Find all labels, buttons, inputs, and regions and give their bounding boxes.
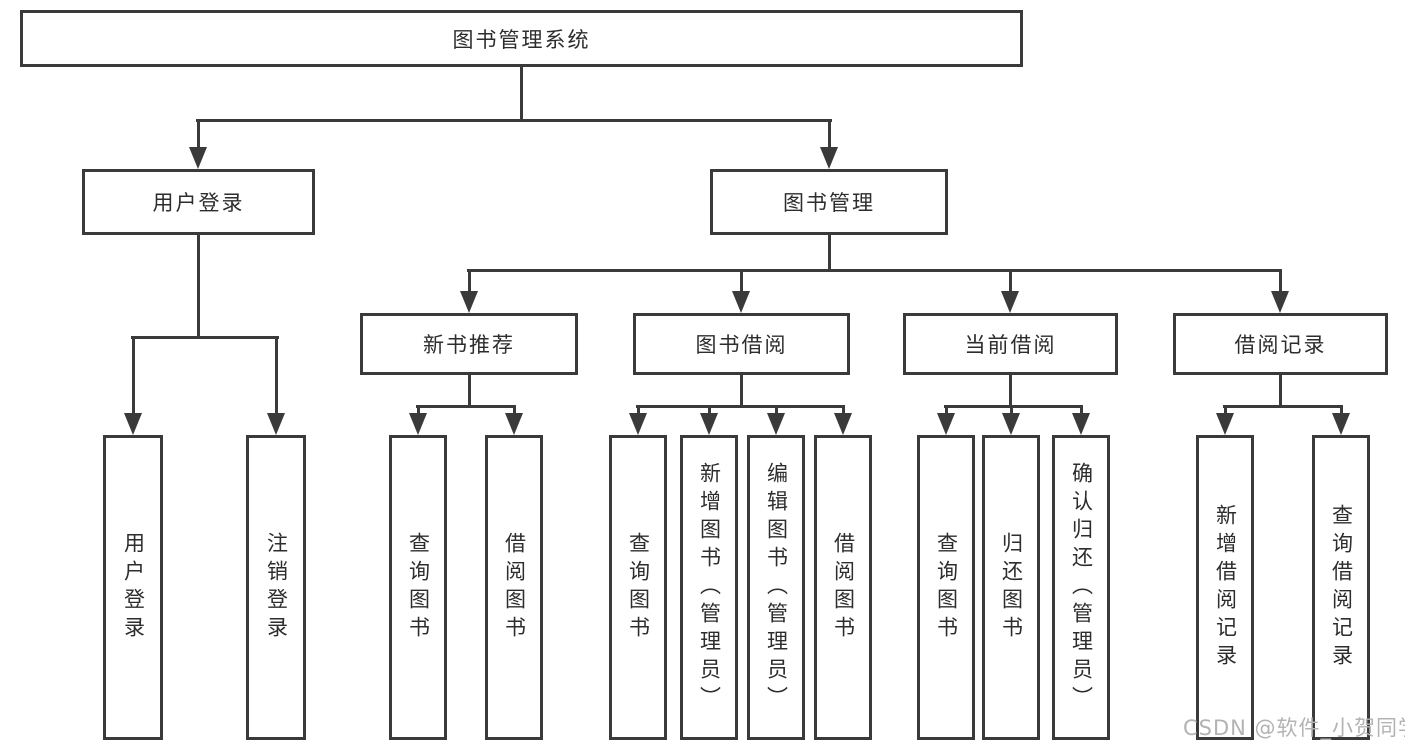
connector-book-borrow-stub <box>740 375 743 405</box>
node-book-borrow: 图书借阅 <box>633 313 850 375</box>
arrowhead-down <box>505 413 523 435</box>
node-label: 图书管理系统 <box>452 27 591 52</box>
node-label: 当前借阅 <box>964 333 1057 357</box>
arrowhead-down <box>409 413 427 435</box>
connector-drop-node <box>1009 269 1012 291</box>
arrowhead-down <box>767 413 785 435</box>
connector-drop-leaf <box>275 336 278 413</box>
leaf-add-borrow-record: 新增借阅记录 <box>1196 435 1254 740</box>
leaf-add-book-admin: 新增图书（管理员） <box>680 435 738 740</box>
arrowhead-down <box>1002 413 1020 435</box>
connector-drop-leaf <box>842 405 845 415</box>
arrowhead-down <box>460 291 478 313</box>
arrowhead-down <box>1072 413 1090 435</box>
leaf-query-books-current: 查询图书 <box>917 435 975 740</box>
arrowhead-down <box>732 291 750 313</box>
arrowhead-down <box>267 413 285 435</box>
connector-drop-node <box>1279 269 1282 291</box>
connector-drop-book-mgmt <box>828 119 831 147</box>
connector-drop-leaf <box>1340 405 1343 415</box>
arrowhead-down <box>1332 413 1350 435</box>
leaf-label: 编辑图书（管理员） <box>764 461 789 714</box>
connector-current-borrow-bus <box>944 405 1083 408</box>
connector-new-book-bus <box>416 405 516 408</box>
arrowhead-down <box>834 413 852 435</box>
connector-level2-bus <box>196 119 832 122</box>
connector-level3-bus <box>467 269 1282 272</box>
connector-current-borrow-stub <box>1009 375 1012 405</box>
leaf-label: 新增图书（管理员） <box>697 461 722 714</box>
connector-drop-leaf <box>132 336 135 413</box>
connector-book-borrow-bus <box>636 405 845 408</box>
leaf-label: 归还图书 <box>999 531 1024 644</box>
connector-drop-leaf <box>1010 405 1013 415</box>
connector-root-stub <box>520 67 523 119</box>
node-label: 用户登录 <box>152 191 245 215</box>
leaf-label: 借阅图书 <box>831 531 856 644</box>
connector-drop-user-login <box>197 119 200 147</box>
arrowhead-down <box>124 413 142 435</box>
connector-book-mgmt-stub <box>828 235 831 269</box>
connector-drop-leaf <box>775 405 778 415</box>
connector-drop-leaf <box>1080 405 1083 415</box>
leaf-label: 确认归还（管理员） <box>1069 461 1094 714</box>
leaf-user-login: 用户登录 <box>103 435 163 740</box>
leaf-label: 查询图书 <box>406 531 431 644</box>
leaf-label: 查询图书 <box>626 531 651 644</box>
leaf-label: 新增借阅记录 <box>1213 503 1238 672</box>
connector-borrow-records-stub <box>1279 375 1282 405</box>
leaf-label: 借阅图书 <box>502 531 527 644</box>
node-new-book-recommend: 新书推荐 <box>360 313 578 375</box>
node-book-management: 图书管理 <box>710 169 948 235</box>
leaf-label: 注销登录 <box>264 531 289 644</box>
leaf-logout: 注销登录 <box>246 435 306 740</box>
arrowhead-down <box>629 413 647 435</box>
node-library-system-root: 图书管理系统 <box>20 10 1023 67</box>
arrowhead-down <box>700 413 718 435</box>
arrowhead-down <box>1216 413 1234 435</box>
arrowhead-down <box>820 147 838 169</box>
node-label: 新书推荐 <box>423 333 515 357</box>
leaf-label: 用户登录 <box>121 531 146 644</box>
connector-drop-leaf <box>637 405 640 415</box>
node-label: 图书管理 <box>783 191 875 215</box>
leaf-return-books: 归还图书 <box>982 435 1040 740</box>
arrowhead-down <box>1001 291 1019 313</box>
connector-drop-leaf <box>708 405 711 415</box>
node-user-login: 用户登录 <box>82 169 315 235</box>
connector-drop-leaf <box>945 405 948 415</box>
connector-borrow-records-bus <box>1223 405 1343 408</box>
leaf-borrow-books: 借阅图书 <box>814 435 872 740</box>
leaf-label: 查询图书 <box>934 531 959 644</box>
connector-drop-node <box>468 269 471 291</box>
leaf-label: 查询借阅记录 <box>1329 503 1354 672</box>
leaf-query-books-borrow: 查询图书 <box>609 435 667 740</box>
connector-user-login-bus <box>131 336 279 339</box>
leaf-query-books-recommend: 查询图书 <box>389 435 447 740</box>
leaf-confirm-return-admin: 确认归还（管理员） <box>1052 435 1110 740</box>
arrowhead-down <box>1271 291 1289 313</box>
connector-drop-leaf <box>1224 405 1227 415</box>
node-current-borrow: 当前借阅 <box>903 313 1118 375</box>
leaf-edit-book-admin: 编辑图书（管理员） <box>747 435 805 740</box>
node-label: 借阅记录 <box>1234 333 1327 357</box>
connector-drop-node <box>740 269 743 291</box>
node-label: 图书借阅 <box>695 333 788 357</box>
connector-drop-leaf <box>417 405 420 415</box>
arrowhead-down <box>189 147 207 169</box>
node-borrow-records: 借阅记录 <box>1173 313 1388 375</box>
leaf-borrow-books-recommend: 借阅图书 <box>485 435 543 740</box>
connector-new-book-stub <box>468 375 471 405</box>
connector-drop-leaf <box>513 405 516 415</box>
csdn-watermark: CSDN @软件_小贺同学 <box>1183 716 1405 740</box>
leaf-query-borrow-record: 查询借阅记录 <box>1312 435 1370 740</box>
arrowhead-down <box>937 413 955 435</box>
connector-user-login-stub <box>197 235 200 336</box>
